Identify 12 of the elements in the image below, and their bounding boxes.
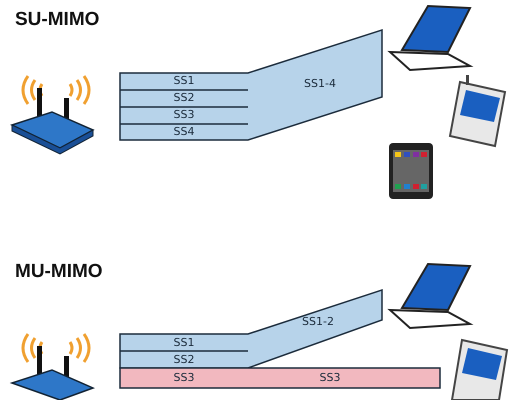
stream-label: SS3 [320,372,340,383]
stream-label: SS3 [174,372,194,383]
stream-label: SS4 [174,126,194,137]
stream-label: SS1 [174,337,194,348]
stream-label: SS3 [174,109,194,120]
stream-label: SS2 [174,92,194,103]
heading: MU-MIMO [15,262,103,281]
stream-label: SS1 [174,75,194,86]
stream-label: SS1-4 [304,78,336,89]
stream-label: SS2 [174,354,194,365]
stream-label: SS1-2 [302,316,334,327]
heading: SU-MIMO [15,10,100,29]
